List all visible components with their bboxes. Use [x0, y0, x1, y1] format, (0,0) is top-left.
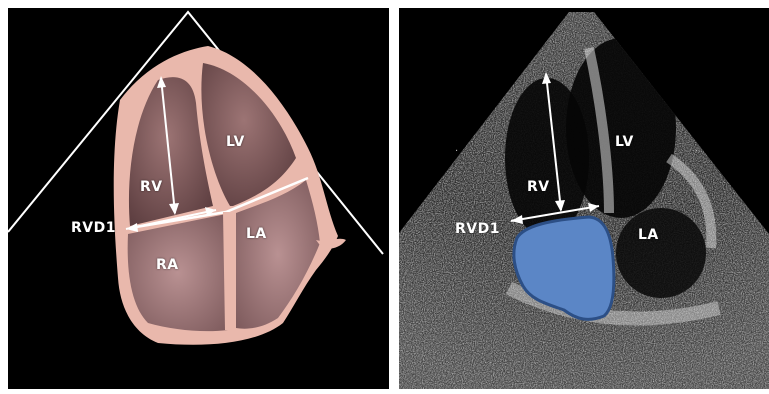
label-lv: LV [615, 135, 634, 149]
label-la: LA [246, 227, 267, 241]
orientation-mark: · [455, 146, 458, 157]
orientation-mark: · [695, 146, 698, 157]
label-rv: RV [140, 180, 163, 194]
label-ra: RA [156, 258, 179, 272]
echo-la [616, 208, 706, 298]
septum [226, 212, 228, 330]
label-rvd1: RVD1 [71, 221, 116, 235]
echo-image: · · [399, 8, 769, 389]
echo-panel: · · LV RV RVD1 LA [399, 8, 769, 389]
label-rv: RV [527, 180, 550, 194]
label-lv: LV [226, 135, 245, 149]
illustration-panel: LV RV RVD1 LA RA [8, 8, 389, 389]
label-rvd1: RVD1 [455, 222, 500, 236]
label-la: LA [638, 228, 659, 242]
heart-illustration [8, 8, 389, 389]
